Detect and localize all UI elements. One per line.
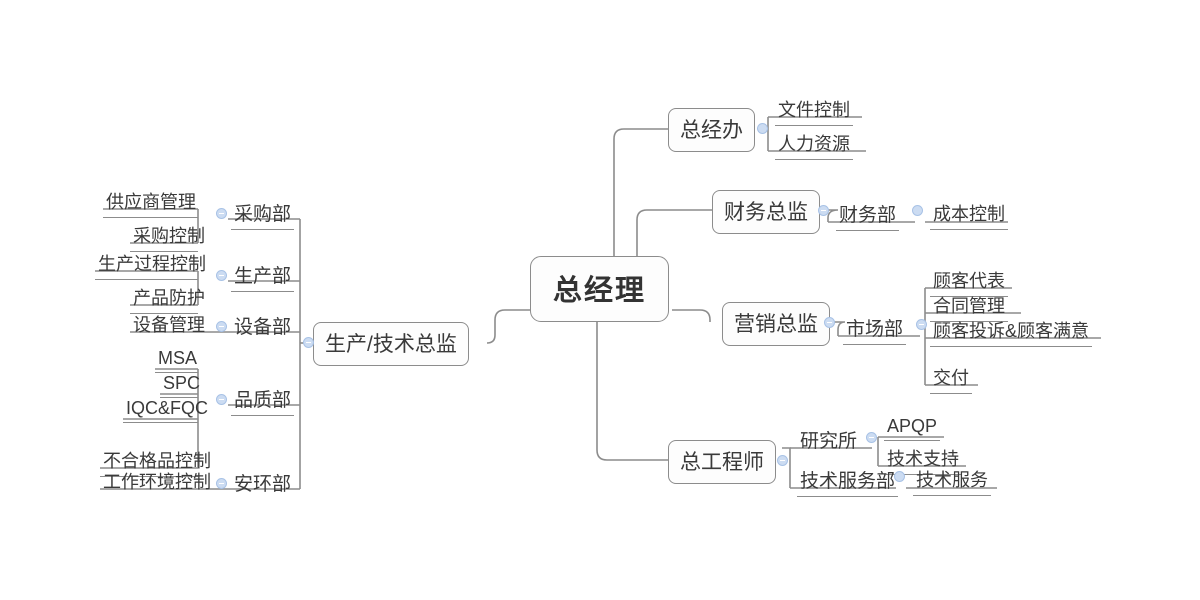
node-production-department[interactable]: 生产部 [231, 261, 295, 292]
branch-node-finance-director[interactable]: 财务总监 [712, 190, 820, 234]
collapse-toggle-equipment-department[interactable] [216, 321, 227, 332]
leaf-cost-control[interactable]: 成本控制 [930, 200, 1008, 230]
node-research-institute[interactable]: 研究所 [800, 431, 858, 452]
collapse-toggle-general-managers-office[interactable] [757, 123, 768, 134]
leaf-apqp[interactable]: APQP [884, 416, 941, 441]
leaf-production-process-control[interactable]: 生产过程控制 [95, 250, 206, 280]
collapse-toggle-production-department[interactable] [216, 270, 227, 281]
collapse-toggle-finance-director[interactable] [818, 205, 829, 216]
node-technical-service-department[interactable]: 技术服务部 [797, 466, 899, 497]
collapse-toggle-chief-engineer[interactable] [777, 455, 788, 466]
collapse-toggle-finance-department[interactable] [912, 205, 923, 216]
node-safety-environment-department[interactable]: 安环部 [234, 474, 292, 495]
node-quality-department[interactable]: 品质部 [231, 385, 295, 416]
leaf-technical-support[interactable]: 技术支持 [884, 445, 962, 475]
branch-node-general-managers-office[interactable]: 总经办 [668, 108, 755, 152]
branch-node-marketing-director[interactable]: 营销总监 [722, 302, 830, 346]
leaf-iqc-fqc[interactable]: IQC&FQC [123, 398, 208, 423]
collapse-toggle-research-institute[interactable] [866, 432, 877, 443]
root-node-general-manager[interactable]: 总经理 [530, 256, 670, 322]
leaf-equipment-management[interactable]: 设备管理 [133, 315, 205, 335]
leaf-customer-representative[interactable]: 顾客代表 [930, 267, 1008, 297]
node-equipment-department[interactable]: 设备部 [234, 317, 292, 338]
collapse-toggle-purchasing-department[interactable] [216, 208, 227, 219]
node-document-control[interactable]: 文件控制 [775, 96, 853, 126]
node-human-resources[interactable]: 人力资源 [775, 130, 853, 160]
leaf-customer-complaint-satisfaction[interactable]: 顾客投诉&顾客满意 [930, 317, 1093, 347]
collapse-toggle-technical-service-department[interactable] [894, 471, 905, 482]
branch-node-production-technical-director[interactable]: 生产/技术总监 [313, 322, 469, 366]
collapse-toggle-production-technical-director[interactable] [303, 337, 314, 348]
collapse-toggle-market-department[interactable] [916, 319, 927, 330]
leaf-nonconforming-product-control[interactable]: 不合格品控制 [100, 447, 211, 477]
leaf-msa[interactable]: MSA [155, 348, 198, 373]
collapse-toggle-safety-environment-department[interactable] [216, 478, 227, 489]
leaf-supplier-management[interactable]: 供应商管理 [103, 188, 198, 218]
leaf-spc[interactable]: SPC [160, 373, 200, 398]
node-purchasing-department[interactable]: 采购部 [231, 199, 295, 230]
node-market-department[interactable]: 市场部 [843, 314, 907, 345]
collapse-toggle-marketing-director[interactable] [824, 317, 835, 328]
node-finance-department[interactable]: 财务部 [836, 200, 900, 231]
branch-node-chief-engineer[interactable]: 总工程师 [668, 440, 776, 484]
leaf-technical-service[interactable]: 技术服务 [913, 466, 991, 496]
leaf-contract-management[interactable]: 合同管理 [930, 292, 1008, 322]
leaf-work-environment-control[interactable]: 工作环境控制 [103, 472, 211, 492]
collapse-toggle-quality-department[interactable] [216, 394, 227, 405]
leaf-product-protection[interactable]: 产品防护 [130, 284, 205, 314]
leaf-purchasing-control[interactable]: 采购控制 [130, 222, 205, 252]
leaf-delivery[interactable]: 交付 [930, 364, 972, 394]
